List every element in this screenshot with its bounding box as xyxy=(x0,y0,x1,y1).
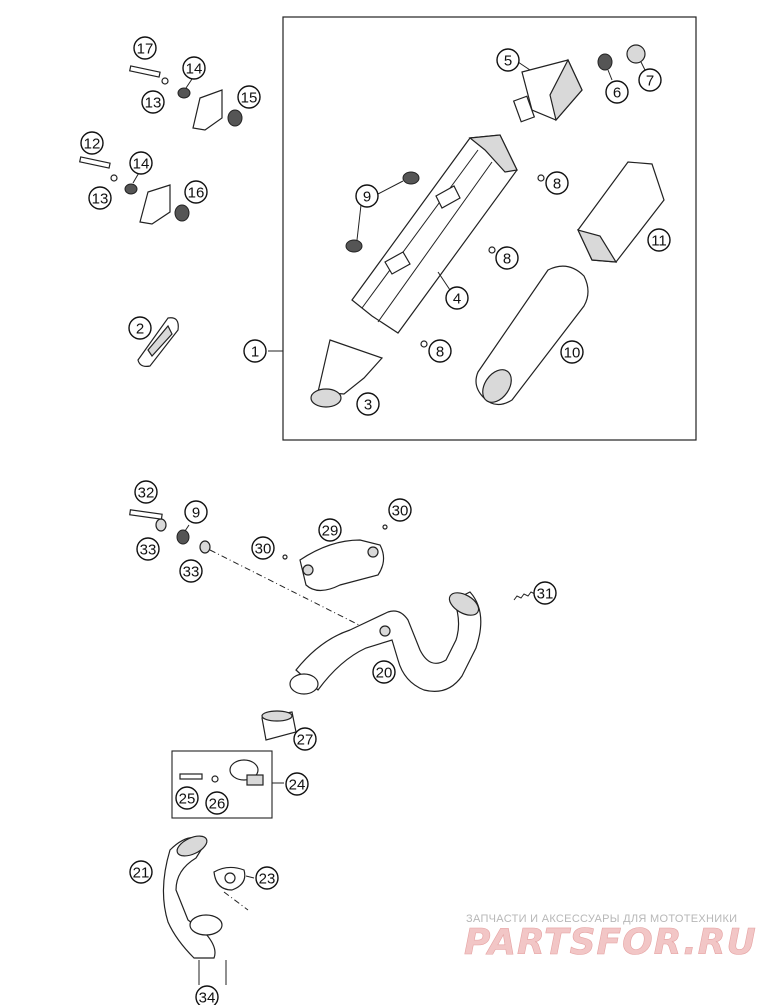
callout-31: 31 xyxy=(533,581,557,605)
callout-number: 14 xyxy=(186,61,203,78)
callout-23: 23 xyxy=(255,866,279,890)
callout-32: 32 xyxy=(134,480,158,504)
callout-number: 6 xyxy=(613,85,621,102)
callout-number: 13 xyxy=(92,191,109,208)
callout-number: 2 xyxy=(136,321,144,338)
callout-number: 20 xyxy=(376,665,393,682)
small-plate-part xyxy=(137,317,179,367)
callout-number: 23 xyxy=(259,871,276,888)
callout-5: 5 xyxy=(496,48,520,72)
clamp-part xyxy=(179,759,284,786)
callout-number: 8 xyxy=(553,176,561,193)
callout-number: 10 xyxy=(564,345,581,362)
callout-9: 9 xyxy=(184,500,208,524)
callout-34: 34 xyxy=(195,985,219,1005)
callout-number: 21 xyxy=(133,865,150,882)
callout-number: 27 xyxy=(297,732,314,749)
callout-number: 34 xyxy=(199,990,216,1005)
muffler-canister-part xyxy=(475,265,589,406)
callout-14: 14 xyxy=(129,151,153,175)
callout-4: 4 xyxy=(445,286,469,310)
callout-6: 6 xyxy=(605,80,629,104)
callout-number: 4 xyxy=(453,291,461,308)
clamp-assembly-frame xyxy=(171,750,273,819)
end-cap-part xyxy=(512,58,583,123)
watermark-subtitle: ЗАПЧАСТИ И АКСЕССУАРЫ ДЛЯ МОТОТЕХНИКИ xyxy=(466,913,737,925)
callout-25: 25 xyxy=(175,786,199,810)
sleeve-part xyxy=(261,710,297,741)
callout-number: 7 xyxy=(646,73,654,90)
callout-number: 30 xyxy=(392,503,409,520)
callout-26: 26 xyxy=(205,791,229,815)
callout-8: 8 xyxy=(428,339,452,363)
callout-number: 14 xyxy=(133,156,150,173)
callout-number: 26 xyxy=(209,796,226,813)
callout-8: 8 xyxy=(495,246,519,270)
callout-1: 1 xyxy=(243,339,267,363)
callout-8: 8 xyxy=(545,171,569,195)
screw-part xyxy=(420,174,545,348)
callout-number: 33 xyxy=(140,542,157,559)
callout-33: 33 xyxy=(136,537,160,561)
callout-20: 20 xyxy=(372,660,396,684)
callout-number: 8 xyxy=(503,251,511,268)
callout-number: 8 xyxy=(436,344,444,361)
callout-14: 14 xyxy=(182,56,206,80)
assembly-axis-line xyxy=(209,549,366,629)
callout-30: 30 xyxy=(388,498,412,522)
header-pipe-part xyxy=(289,591,482,695)
callout-number: 1 xyxy=(251,344,259,361)
callout-33: 33 xyxy=(179,559,203,583)
callout-number: 24 xyxy=(289,777,306,794)
manifold-pipe-part xyxy=(162,835,227,985)
heat-guard-part xyxy=(282,524,388,592)
callout-24: 24 xyxy=(285,772,309,796)
callout-number: 33 xyxy=(183,564,200,581)
callout-number: 30 xyxy=(255,541,272,558)
callout-number: 25 xyxy=(179,791,196,808)
callout-27: 27 xyxy=(293,727,317,751)
gasket-part xyxy=(213,866,255,911)
plug-part xyxy=(626,44,646,71)
callout-29: 29 xyxy=(318,518,342,542)
watermark-logo: PARTSFOR.RU xyxy=(464,922,757,963)
callout-number: 32 xyxy=(138,485,155,502)
callout-number: 13 xyxy=(145,95,162,112)
callout-11: 11 xyxy=(647,228,671,252)
callout-30: 30 xyxy=(251,536,275,560)
callout-16: 16 xyxy=(184,180,208,204)
bracket-set-upper xyxy=(128,65,243,131)
callout-number: 17 xyxy=(137,41,154,58)
callout-10: 10 xyxy=(560,340,584,364)
callout-number: 15 xyxy=(241,90,258,107)
spark-arrestor-part xyxy=(597,53,613,81)
callout-15: 15 xyxy=(237,85,261,109)
callout-17: 17 xyxy=(133,36,157,60)
callout-13: 13 xyxy=(141,90,165,114)
callout-number: 3 xyxy=(364,397,372,414)
inlet-adapter-part xyxy=(310,339,384,408)
callout-7: 7 xyxy=(638,68,662,92)
callout-number: 9 xyxy=(192,505,200,522)
bracket-set-lower xyxy=(78,156,190,225)
callout-21: 21 xyxy=(129,860,153,884)
callout-13: 13 xyxy=(88,186,112,210)
callout-2: 2 xyxy=(128,316,152,340)
grommet-part xyxy=(345,171,420,253)
callout-3: 3 xyxy=(356,392,380,416)
callout-number: 11 xyxy=(651,233,667,250)
callout-number: 31 xyxy=(537,586,554,603)
silencer-body-part xyxy=(351,134,518,334)
callout-12: 12 xyxy=(80,131,104,155)
callout-number: 5 xyxy=(504,53,512,70)
silencer-assembly-frame xyxy=(282,16,697,441)
mount-bolt-set xyxy=(129,509,211,554)
callout-number: 9 xyxy=(363,189,371,206)
callout-number: 12 xyxy=(84,136,101,153)
callout-number: 16 xyxy=(188,185,205,202)
callout-number: 29 xyxy=(322,523,339,540)
heat-shield-part xyxy=(576,161,665,263)
callout-9: 9 xyxy=(355,184,379,208)
